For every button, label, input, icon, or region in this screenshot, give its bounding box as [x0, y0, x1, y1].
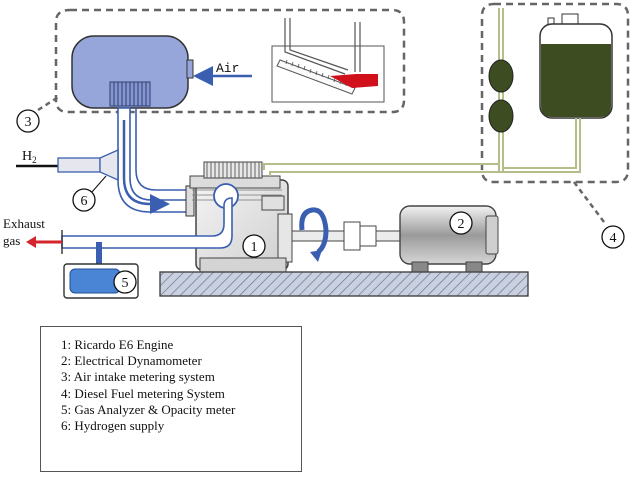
legend-box: 1: Ricardo E6 Engine 2: Electrical Dynam…: [40, 326, 302, 472]
legend-item: 4: Diesel Fuel metering System: [61, 385, 225, 401]
test-bench-base: [159, 271, 529, 297]
legend-item: 6: Hydrogen supply: [61, 418, 165, 434]
fuel-line-2: [263, 163, 499, 170]
callout-4: 4: [601, 225, 625, 249]
callout-1: 1: [242, 234, 266, 258]
rotation-arrowhead: [310, 250, 322, 262]
callout-5: 5: [113, 270, 137, 294]
callout-6-text: 6: [81, 194, 88, 209]
fuel-line: [269, 118, 581, 176]
callout-3-leader: [37, 94, 61, 112]
intake-flow-arrow: [122, 120, 170, 214]
exhaust-label-1: Exhaust: [3, 216, 45, 231]
air-intake-group-outline: [54, 8, 406, 114]
callout-5-text: 5: [122, 276, 129, 291]
legend-item: 1: Ricardo E6 Engine: [61, 337, 174, 352]
manometer: [271, 18, 385, 103]
fuel-tank: [539, 13, 613, 119]
callout-1-text: 1: [251, 240, 258, 255]
legend-item: 2: Electrical Dynamometer: [61, 353, 202, 369]
callout-2-text: 2: [458, 217, 465, 232]
analyzer-probe: [96, 242, 102, 266]
callout-6-leader: [91, 175, 107, 193]
exhaust-pipe: [61, 197, 233, 249]
fuel-metering-group-outline: [480, 2, 630, 184]
legend-item: 5: Gas Analyzer & Opacity meter: [61, 401, 236, 417]
callout-6: 6: [72, 188, 96, 212]
hydrogen-injector: [57, 148, 119, 182]
drive-shaft: [291, 221, 403, 251]
rotation-arrow: [299, 207, 329, 254]
exhaust-arrowhead: [26, 236, 36, 248]
exhaust-label-2: gas: [3, 233, 20, 248]
air-label: Air: [216, 61, 239, 76]
air-tank: [71, 35, 194, 109]
callout-4-leader: [573, 181, 605, 223]
legend-item: 3: Air intake metering system: [61, 369, 215, 385]
callout-3: 3: [16, 109, 40, 133]
fuel-burette: [488, 8, 514, 172]
callout-4-text: 4: [610, 231, 617, 246]
intake-pipe-2: [135, 108, 190, 191]
engine: [189, 161, 293, 273]
dynamometer: [399, 205, 499, 273]
intake-flange: [185, 185, 195, 217]
h2-label: H2: [22, 149, 37, 165]
callout-2: 2: [449, 211, 473, 235]
callout-3-text: 3: [25, 115, 32, 130]
